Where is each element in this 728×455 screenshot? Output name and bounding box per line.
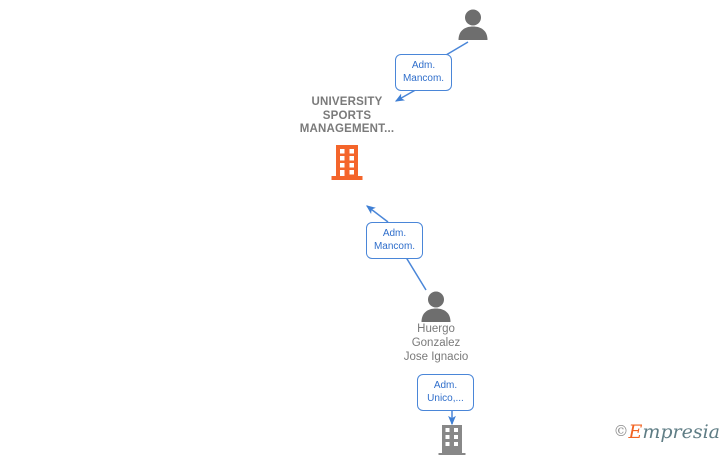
relation-line-2: Mancom. xyxy=(373,241,416,252)
building-icon xyxy=(331,144,363,180)
relation-line-1: Adm. xyxy=(433,380,458,391)
bottom-person-name-line-3: Jose Ignacio xyxy=(403,351,469,363)
relation-line-1: Adm. xyxy=(411,60,436,71)
relation-line-2: Mancom. xyxy=(402,73,445,84)
brand-name: mpresia xyxy=(642,421,720,443)
relation-line-2: Unico,... xyxy=(427,393,464,404)
relation-box-adm-mancom-top[interactable]: Adm. Mancom. xyxy=(395,54,452,91)
bottom-person-name-line-2: Gonzalez xyxy=(411,337,461,349)
person-icon xyxy=(421,291,451,322)
bottom-person-name-line-1: Huergo xyxy=(417,323,455,335)
company-name-line-3: MANAGEMENT... xyxy=(299,123,395,135)
relation-line-1: Adm. xyxy=(382,228,407,239)
node-bottom-person[interactable]: Huergo Gonzalez Jose Ignacio xyxy=(360,290,512,364)
company-name-line-2: SPORTS xyxy=(322,109,372,122)
node-company[interactable]: UNIVERSITY SPORTS MANAGEMENT... xyxy=(247,96,447,181)
empresia-watermark: ©Empresia xyxy=(613,421,720,442)
brand-initial: E xyxy=(628,421,643,443)
copyright-icon: © xyxy=(613,422,629,440)
relation-box-adm-unico[interactable]: Adm. Unico,... xyxy=(417,374,474,411)
edge-bottom-person-to-relation-middle xyxy=(403,253,427,291)
edge-relation-to-company-middle xyxy=(366,205,389,223)
relation-box-adm-mancom-middle[interactable]: Adm. Mancom. xyxy=(366,222,423,259)
node-top-person[interactable] xyxy=(448,8,498,40)
building-icon xyxy=(438,425,466,455)
company-name-line-1: UNIVERSITY xyxy=(311,96,383,108)
person-icon xyxy=(458,9,488,40)
node-bottom-company[interactable] xyxy=(427,425,477,455)
